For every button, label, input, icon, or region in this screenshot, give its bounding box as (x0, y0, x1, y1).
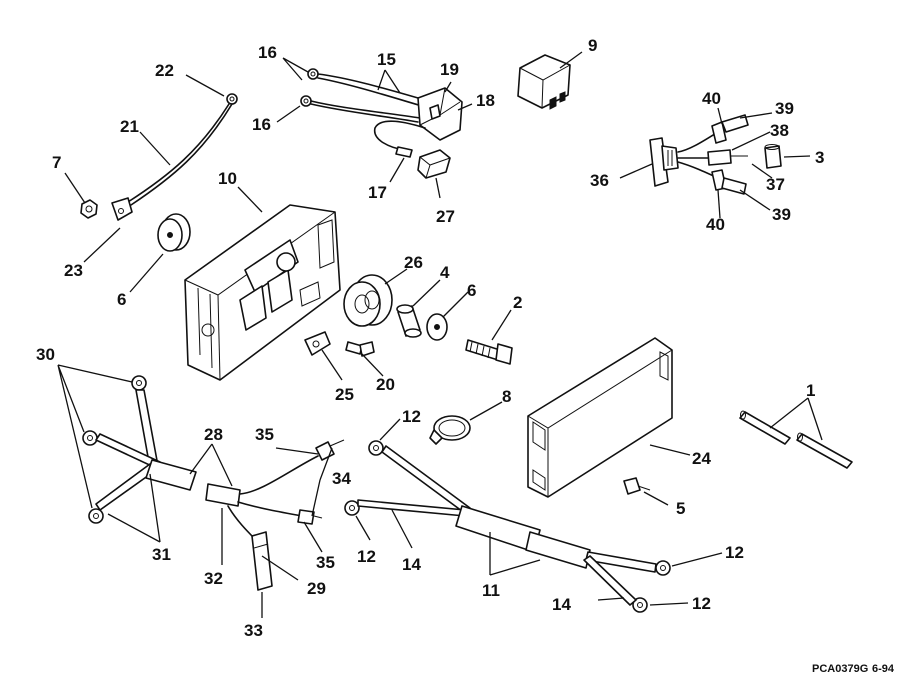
callout-21: 21 (120, 117, 139, 136)
callout-12-bottom: 12 (692, 594, 711, 613)
callout-1: 1 (806, 381, 815, 400)
figure-date: 6-94 (872, 663, 895, 675)
callout-22: 22 (155, 61, 174, 80)
relay-part (517, 54, 571, 110)
callout-29: 29 (307, 579, 326, 598)
screw-part (345, 341, 375, 357)
callout-40-bottom: 40 (706, 215, 725, 234)
callout-30: 30 (36, 345, 55, 364)
clip-part (304, 331, 331, 356)
module-box-part (184, 204, 341, 381)
callout-17: 17 (368, 183, 387, 202)
callout-31: 31 (152, 545, 171, 564)
cover-screw-part (623, 477, 651, 495)
callout-2: 2 (513, 293, 522, 312)
callout-12-left: 12 (357, 547, 376, 566)
callout-40-top: 40 (702, 89, 721, 108)
ring-harness-part (82, 375, 197, 524)
grommet-left-part (157, 213, 191, 252)
callout-3: 3 (815, 148, 824, 167)
bullet-harness-part (205, 439, 345, 591)
callout-6-right: 6 (467, 281, 476, 300)
ground-lead-part (111, 93, 238, 221)
switch-harness-part (649, 114, 782, 195)
callout-8: 8 (502, 387, 511, 406)
callout-12-right: 12 (725, 543, 744, 562)
callout-28: 28 (204, 425, 223, 444)
washer-part (426, 313, 448, 341)
callout-12-top: 12 (402, 407, 421, 426)
cover-part (527, 337, 673, 498)
callout-18: 18 (476, 91, 495, 110)
callout-15: 15 (377, 50, 396, 69)
callout-14-left: 14 (402, 555, 421, 574)
callout-34: 34 (332, 469, 351, 488)
small-connector-part (417, 149, 451, 179)
callout-11: 11 (482, 581, 500, 600)
callout-37: 37 (766, 175, 785, 194)
bolt-part (465, 339, 513, 365)
callout-16-bottom: 16 (252, 115, 271, 134)
leader-lines (57, 51, 823, 618)
callout-39-bottom: 39 (772, 205, 791, 224)
clamp-part (429, 415, 471, 445)
large-grommet-part (343, 274, 393, 327)
callout-24: 24 (692, 449, 711, 468)
callout-6-left: 6 (117, 290, 126, 309)
callout-26: 26 (404, 253, 423, 272)
callout-14-bottom: 14 (552, 595, 571, 614)
callout-9: 9 (588, 36, 597, 55)
callout-5: 5 (676, 499, 685, 518)
callout-25: 25 (335, 385, 354, 404)
callout-labels: 1 2 3 4 5 6 6 7 8 9 10 11 12 12 12 12 14… (36, 36, 824, 640)
spacer-part (396, 304, 422, 338)
callout-7: 7 (52, 153, 61, 172)
figure-code: PCA0379G (812, 663, 868, 675)
callout-10: 10 (218, 169, 237, 188)
callout-20: 20 (376, 375, 395, 394)
callout-32: 32 (204, 569, 223, 588)
main-harness-part (344, 440, 671, 613)
callout-36: 36 (590, 171, 609, 190)
callout-35-top: 35 (255, 425, 274, 444)
callout-27: 27 (436, 207, 455, 226)
harness-connector-part (300, 68, 463, 158)
callout-23: 23 (64, 261, 83, 280)
callout-35-bottom: 35 (316, 553, 335, 572)
callout-19: 19 (440, 60, 459, 79)
callout-33: 33 (244, 621, 263, 640)
nut-part (80, 199, 98, 219)
callout-39-top: 39 (775, 99, 794, 118)
sleeves-part (739, 410, 853, 469)
callout-4: 4 (440, 263, 450, 282)
callout-16-top: 16 (258, 43, 277, 62)
callout-38: 38 (770, 121, 789, 140)
